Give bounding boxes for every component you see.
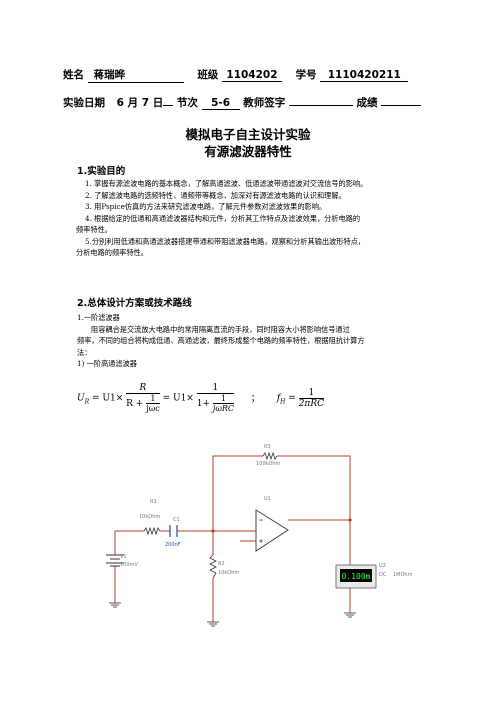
purpose-item: 1. 掌握有源滤波电路的基本概念，了解高通滤波、低通滤波带通滤波对交流信号的影响… [85,179,368,188]
r1-name: R1 [150,499,157,505]
r1-value: 10kOhm [139,514,160,520]
capacitor-c1 [169,525,178,537]
battery-v1 [106,554,124,567]
opamp-u1 [255,509,289,552]
paragraph-line: 阻容耦合是交流放大电路中的常用隔离直流的手段，同时阻容大小将影响信号通过 [91,324,350,334]
paragraph-line: 频率，不同的组合将构成低通、高通滤波，最终形成整个电路的频率特性，根据阻抗计算方 [77,336,365,345]
subheading: 1.一阶滤波器 [77,313,120,322]
name-label: 姓名 [63,69,84,81]
meter-reading: 0.100m [342,572,371,581]
r3-name: R3 [264,444,271,450]
grade-label: 成绩 [356,97,378,109]
r2-value: 10kOhm [218,570,239,576]
junction-dot [348,518,352,522]
page-subtitle: 有源滤波器特性 [204,144,292,159]
meter-mode: DC [379,572,387,578]
sign-value [288,105,353,106]
c1-value: 200nF [165,542,181,548]
purpose-item: 分析电路的频率特性。 [76,248,148,257]
junction-dot [211,529,215,533]
r2-name: R2 [218,561,225,567]
grade-value [381,105,422,106]
c1-name: C1 [173,517,180,523]
class-label: 班级 [197,69,219,81]
id-value: 1110420211 [320,69,409,82]
resistor-r1 [143,526,161,536]
purpose-item: 3. 用Pspice仿真的方法来研究滤波电路，了解元件参数对滤波效果的影响。 [85,202,327,211]
ground-icon [344,612,356,618]
id-label: 学号 [295,69,317,81]
resistor-r3 [262,451,278,461]
sign-label: 教师签字 [243,97,286,109]
header-row-1: 姓名 蒋瑞晔 班级 1104202 学号 1110420211 [63,67,409,83]
r3-value: 100kOhm [256,461,281,467]
subheading: 1) 一阶高通滤波器 [77,359,137,368]
purpose-item: 5.分别利用低通和高通滤波器搭建带通和带阻滤波器电路，观察和分析其输出波形特点， [85,236,365,246]
purpose-item: 频率特性。 [76,225,112,234]
v1-name: V1 [120,554,127,560]
header-row-2: 实验日期 6 月 7 日 节次 5-6 教师签字 成绩 [63,95,422,110]
fraction-3: 1 2πRC [298,387,324,409]
u1-name: U1 [264,496,271,502]
circuit-wires [114,455,351,622]
session-value: 5-6 [201,97,240,110]
formula-lhs: U [77,393,85,404]
section-2-body: 1.一阶滤波器 阻容耦合是交流放大电路中的常用隔离直流的手段，同时阻容大小将影响… [77,312,422,370]
section-1-body: 1. 掌握有源滤波电路的基本概念，了解高通滤波、低通滤波带通滤波对交流信号的影响… [76,178,425,259]
meter-resistance: 1MOhm [393,572,413,578]
session-label: 节次 [176,97,198,109]
name-value: 蒋瑞晔 [87,67,184,83]
resistor-r2 [209,554,217,579]
purpose-item: 4. 根据给定的低通和高通滤波器结构和元件，分析其工作特点及滤波效果，分析电路的 [85,213,361,223]
ground-icon [207,621,219,627]
paragraph-line: 法： [77,347,92,357]
u2-name: U2 [379,563,386,569]
section-1-heading: 1.实验目的 [77,166,126,177]
class-value: 1104202 [221,69,282,82]
purpose-item: 2. 了解滤波电路的选频特性、通频带等概念，加深对有源滤波电路的认识和理解。 [85,190,346,200]
date-label: 实验日期 [63,97,105,109]
page-title: 模拟电子自主设计实验 [185,127,311,142]
ground-icon [109,602,121,608]
meter-display [340,569,372,582]
v1-value: 100mV [120,562,138,568]
date-value: 6 月 7 日 [116,97,164,109]
section-2-heading: 2.总体设计方案或技术路线 [77,298,192,309]
